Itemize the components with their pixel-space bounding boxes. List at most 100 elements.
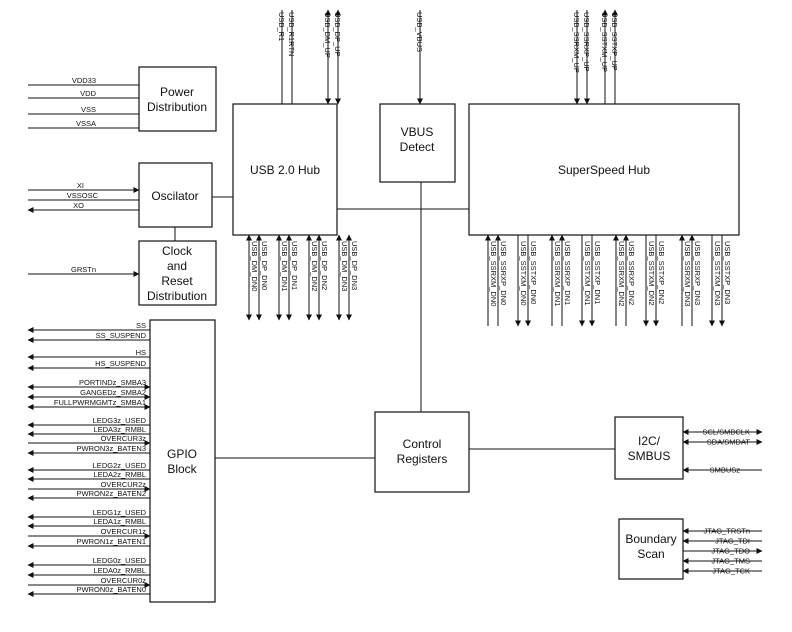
svg-text:HS: HS bbox=[136, 348, 146, 357]
signal-scl-smbclk: SCL/SMBCLK bbox=[682, 428, 763, 437]
signal-usb-sstxp-dn1: USB_SSTXP_DN1 bbox=[589, 235, 602, 327]
signal-usb-dm-up: USB_DM_UP bbox=[323, 9, 332, 105]
signal-usb-sstxm-dn1: USB_SSTXM_DN1 bbox=[579, 235, 592, 327]
signal-vdd33: VDD33 bbox=[28, 76, 139, 86]
svg-text:USB_DP_DN1: USB_DP_DN1 bbox=[290, 241, 299, 290]
signal-usb-vbus: USB_VBUS bbox=[415, 10, 424, 105]
svg-text:USB_SSRXM_DN3: USB_SSRXM_DN3 bbox=[683, 241, 692, 306]
svg-text:PORTINDz_SMBA3: PORTINDz_SMBA3 bbox=[79, 378, 146, 387]
svg-text:USB_R1: USB_R1 bbox=[277, 12, 286, 41]
svg-text:USB_SSRXP_DN2: USB_SSRXP_DN2 bbox=[627, 241, 636, 305]
svg-text:SDA/SMDAT: SDA/SMDAT bbox=[707, 438, 751, 447]
signal-xi: XI bbox=[28, 181, 140, 193]
svg-text:USB_SSRXP_DN1: USB_SSRXP_DN1 bbox=[563, 241, 572, 305]
signal-portindz-smba3: PORTINDz_SMBA3 bbox=[27, 378, 151, 390]
svg-text:USB_SSTXM_DN0: USB_SSTXM_DN0 bbox=[519, 241, 528, 306]
svg-text:USB_DM_UP: USB_DM_UP bbox=[323, 12, 332, 58]
svg-text:SS_SUSPEND: SS_SUSPEND bbox=[96, 331, 147, 340]
svg-text:LEDA1z_RMBL: LEDA1z_RMBL bbox=[93, 517, 146, 526]
signal-usb-sstxm-dn2: USB_SSTXM_DN2 bbox=[643, 235, 656, 327]
svg-text:GANGEDz_SMBA2: GANGEDz_SMBA2 bbox=[80, 388, 146, 397]
signal-jtag-tms: JTAG_TMS bbox=[682, 557, 762, 566]
signal-usb-dm-dn1: USB_DM_DN1 bbox=[276, 234, 289, 321]
svg-text:JTAG_TMS: JTAG_TMS bbox=[711, 557, 750, 566]
svg-text:PWRON2z_BATEN2: PWRON2z_BATEN2 bbox=[77, 489, 146, 498]
svg-text:USB_VBUS: USB_VBUS bbox=[415, 12, 424, 52]
svg-text:JTAG_TCK: JTAG_TCK bbox=[712, 567, 750, 576]
signal-smbusz: SMBUSz bbox=[682, 466, 762, 475]
svg-text:USB_DP_UP: USB_DP_UP bbox=[333, 12, 342, 57]
svg-text:VSSOSC: VSSOSC bbox=[67, 191, 99, 200]
usb2-hub-block: USB 2.0 Hub bbox=[232, 103, 338, 236]
svg-text:LEDG3z_USED: LEDG3z_USED bbox=[93, 416, 147, 425]
signal-vss: VSS bbox=[28, 105, 139, 115]
svg-text:USB_R1RTN: USB_R1RTN bbox=[287, 12, 296, 56]
signal-usb-sstxm-up: USB_SSTXM_UP bbox=[600, 9, 609, 104]
signal-leda3z-rmbl: LEDA3z_RMBL bbox=[27, 425, 150, 437]
oscillator-block: Oscilator bbox=[138, 162, 213, 228]
signal-usb-sstxp-dn0: USB_SSTXP_DN0 bbox=[525, 235, 538, 327]
signal-usb-dm-dn3: USB_DM_DN3 bbox=[336, 234, 349, 321]
signal-leda2z-rmbl: LEDA2z_RMBL bbox=[27, 470, 150, 482]
signal-pwron1z-baten1: PWRON1z_BATEN1 bbox=[27, 537, 150, 549]
signal-ledg3z-used: LEDG3z_USED bbox=[27, 416, 150, 428]
signal-usb-ssrxm-dn1: USB_SSRXM_DN1 bbox=[549, 234, 562, 326]
svg-text:SCL/SMBCLK: SCL/SMBCLK bbox=[702, 428, 750, 437]
signal-usb-dp-dn2: USB_DP_DN2 bbox=[316, 234, 329, 321]
svg-text:LEDG2z_USED: LEDG2z_USED bbox=[93, 461, 147, 470]
svg-text:VDD: VDD bbox=[80, 89, 96, 98]
svg-text:LEDA3z_RMBL: LEDA3z_RMBL bbox=[93, 425, 146, 434]
signal-overcur0z: OVERCUR0z bbox=[28, 576, 151, 588]
superspeed-hub-label: SuperSpeed Hub bbox=[558, 163, 650, 177]
signal-usb-dp-dn3: USB_DP_DN3 bbox=[346, 234, 359, 321]
signal-ledg1z-used: LEDG1z_USED bbox=[27, 508, 150, 520]
signal-overcur2z: OVERCUR2z bbox=[28, 480, 151, 492]
signal-vdd: VDD bbox=[28, 89, 139, 99]
svg-text:OVERCUR0z: OVERCUR0z bbox=[101, 576, 147, 585]
signal-ledg0z-used: LEDG0z_USED bbox=[27, 556, 150, 568]
signal-jtag-tdi: JTAG_TDI bbox=[682, 537, 762, 546]
signal-usb-dp-dn1: USB_DP_DN1 bbox=[286, 234, 299, 321]
usb2-hub-label: USB 2.0 Hub bbox=[250, 163, 320, 177]
svg-text:USB_SSTXP_DN0: USB_SSTXP_DN0 bbox=[529, 241, 538, 304]
signal-xo: XO bbox=[27, 201, 139, 213]
svg-text:OVERCUR2z: OVERCUR2z bbox=[101, 480, 147, 489]
signal-vssa: VSSA bbox=[28, 119, 139, 129]
svg-text:OVERCUR3z: OVERCUR3z bbox=[101, 434, 147, 443]
signal-usb-dm-dn0: USB_DM_DN0 bbox=[246, 234, 259, 321]
signal-jtag-tdo: JTAG_TDO bbox=[683, 547, 763, 556]
svg-text:USB_DM_DN1: USB_DM_DN1 bbox=[280, 241, 289, 291]
signal-usb-ssrxp-dn3: USB_SSRXP_DN3 bbox=[689, 234, 702, 326]
svg-text:PWRON3z_BATEN3: PWRON3z_BATEN3 bbox=[77, 444, 146, 453]
svg-text:JTAG_TDI: JTAG_TDI bbox=[715, 537, 750, 546]
svg-text:USB_SSTXM_DN3: USB_SSTXM_DN3 bbox=[713, 241, 722, 306]
signal-hs-suspend: HS_SUSPEND bbox=[27, 359, 150, 371]
svg-text:USB_SSRXP_DN0: USB_SSRXP_DN0 bbox=[499, 241, 508, 305]
signal-leda1z-rmbl: LEDA1z_RMBL bbox=[27, 517, 150, 529]
signal-usb-sstxm-dn0: USB_SSTXM_DN0 bbox=[515, 235, 528, 327]
svg-text:USB_SSRXP_DN3: USB_SSRXP_DN3 bbox=[693, 241, 702, 305]
signal-usb-r1rtn: USB_R1RTN bbox=[287, 10, 296, 104]
signal-usb-sstxp-dn3: USB_SSTXP_DN3 bbox=[719, 235, 732, 327]
svg-text:VSSA: VSSA bbox=[76, 119, 96, 128]
svg-text:USB_SSRXM_DN0: USB_SSRXM_DN0 bbox=[489, 241, 498, 306]
svg-text:SS: SS bbox=[136, 321, 146, 330]
signal-usb-ssrxm-dn3: USB_SSRXM_DN3 bbox=[679, 234, 692, 326]
signal-grstn: GRSTn bbox=[28, 265, 140, 277]
signal-usb-ssrxm-dn2: USB_SSRXM_DN2 bbox=[613, 234, 626, 326]
svg-text:USB_DP_DN0: USB_DP_DN0 bbox=[260, 241, 269, 290]
svg-text:USB_SSTXP_DN1: USB_SSTXP_DN1 bbox=[593, 241, 602, 304]
svg-text:USB_SSTXP_DN2: USB_SSTXP_DN2 bbox=[657, 241, 666, 304]
svg-text:USB_DP_DN2: USB_DP_DN2 bbox=[320, 241, 329, 290]
signal-usb-ssrxp-dn2: USB_SSRXP_DN2 bbox=[623, 234, 636, 326]
svg-text:USB_SSTXP_UP: USB_SSTXP_UP bbox=[610, 12, 619, 71]
signal-pwron2z-baten2: PWRON2z_BATEN2 bbox=[27, 489, 150, 501]
i2c-smbus-label: I2C/SMBUS bbox=[628, 434, 671, 463]
svg-text:USB_DM_DN2: USB_DM_DN2 bbox=[310, 241, 319, 291]
signal-ss: SS bbox=[27, 321, 150, 333]
